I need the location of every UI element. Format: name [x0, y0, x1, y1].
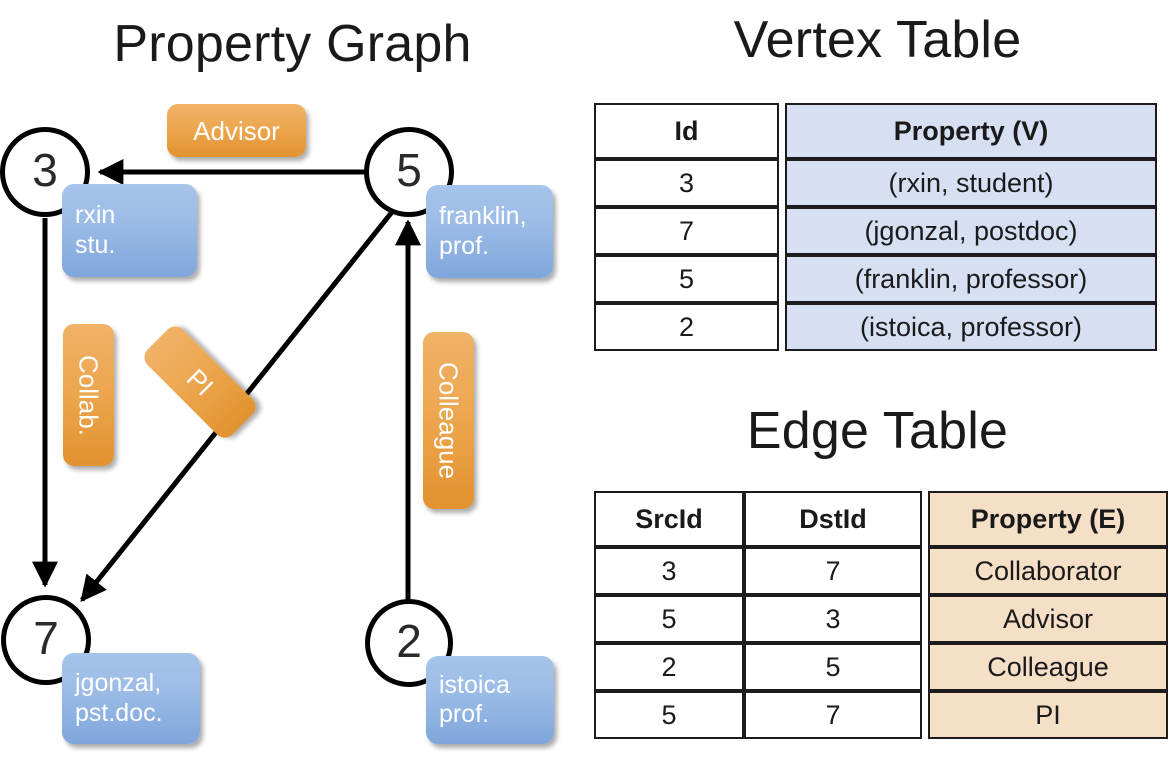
page-title-vertex-table: Vertex Table: [733, 11, 1022, 69]
column-gap: [779, 303, 785, 351]
vertex-property-cell: (jgonzal, postdoc): [785, 207, 1157, 255]
column-gap: [922, 643, 928, 691]
node-property-line: istoica: [439, 670, 510, 699]
vertex-id-cell: 7: [594, 207, 779, 255]
column-gap: [779, 159, 785, 207]
node-property-line: prof.: [439, 231, 490, 260]
node-property-box-jgonzal[interactable]: jgonzal, pst.doc.: [62, 653, 200, 744]
edge-label-text: Advisor: [193, 115, 280, 146]
edge-label-collab[interactable]: Collab.: [63, 324, 114, 466]
edge-src-cell: 2: [594, 643, 744, 691]
edge-table: SrcId DstId Property (E) 3 7 Collaborato…: [594, 491, 1168, 739]
edge-property-cell: Advisor: [928, 595, 1168, 643]
node-property-line: stu.: [75, 230, 116, 259]
vertex-table-header-id: Id: [594, 103, 779, 159]
vertex-property-cell: (rxin, student): [785, 159, 1157, 207]
edge-dst-cell: 7: [744, 691, 922, 739]
graph-node-3-label: 3: [32, 144, 58, 196]
edge-src-cell: 5: [594, 595, 744, 643]
vertex-table-header-row: Id Property (V): [594, 103, 1157, 159]
node-property-box-istoica[interactable]: istoica prof.: [426, 656, 554, 744]
edge-dst-cell: 3: [744, 595, 922, 643]
table-row[interactable]: 5 7 PI: [594, 691, 1168, 739]
vertex-id-cell: 3: [594, 159, 779, 207]
node-property-box-rxin[interactable]: rxin stu.: [62, 184, 197, 277]
graph-node-2-label: 2: [396, 615, 422, 667]
vertex-id-cell: 2: [594, 303, 779, 351]
node-property-line: franklin,: [439, 202, 527, 230]
vertex-property-cell: (istoica, professor): [785, 303, 1157, 351]
page-title-edge-table: Edge Table: [746, 402, 1009, 460]
table-row[interactable]: 7 (jgonzal, postdoc): [594, 207, 1157, 255]
node-property-box-franklin[interactable]: franklin, prof.: [426, 185, 553, 278]
graph-node-2[interactable]: 2: [365, 599, 453, 687]
page-title-property-graph: Property Graph: [113, 15, 472, 73]
column-gap: [779, 207, 785, 255]
edge-label-text: Collab.: [73, 354, 104, 436]
edge-label-advisor[interactable]: Advisor: [167, 104, 306, 157]
column-gap: [922, 691, 928, 739]
edge-src-cell: 5: [594, 691, 744, 739]
node-property-line: pst.doc.: [75, 698, 163, 727]
table-row[interactable]: 2 5 Colleague: [594, 643, 1168, 691]
edge-table-header-row: SrcId DstId Property (E): [594, 491, 1168, 547]
edge-label-text: Colleague: [433, 361, 464, 480]
edge-property-cell: PI: [928, 691, 1168, 739]
edge-property-cell: Colleague: [928, 643, 1168, 691]
graph-node-5[interactable]: 5: [364, 127, 454, 217]
table-row[interactable]: 3 7 Collaborator: [594, 547, 1168, 595]
vertex-table-header-property: Property (V): [785, 103, 1157, 159]
table-row[interactable]: 5 3 Advisor: [594, 595, 1168, 643]
column-gap: [922, 595, 928, 643]
table-row[interactable]: 3 (rxin, student): [594, 159, 1157, 207]
node-property-line: jgonzal,: [75, 669, 162, 697]
edge-table-header-srcid: SrcId: [594, 491, 744, 547]
graph-node-7-label: 7: [33, 612, 59, 664]
node-property-line: prof.: [439, 700, 490, 728]
edge-property-cell: Collaborator: [928, 547, 1168, 595]
column-gap: [922, 547, 928, 595]
edge-src-cell: 3: [594, 547, 744, 595]
edge-dst-cell: 7: [744, 547, 922, 595]
column-gap: [779, 103, 785, 159]
edge-table-header-dstid: DstId: [744, 491, 922, 547]
vertex-property-cell: (franklin, professor): [785, 255, 1157, 303]
vertex-table: Id Property (V) 3 (rxin, student) 7 (jgo…: [594, 103, 1157, 351]
graph-node-5-label: 5: [396, 144, 422, 196]
vertex-id-cell: 5: [594, 255, 779, 303]
edge-label-colleague[interactable]: Colleague: [423, 332, 474, 509]
column-gap: [922, 491, 928, 547]
column-gap: [779, 255, 785, 303]
table-row[interactable]: 5 (franklin, professor): [594, 255, 1157, 303]
edge-table-header-property: Property (E): [928, 491, 1168, 547]
table-row[interactable]: 2 (istoica, professor): [594, 303, 1157, 351]
edge-label-text: PI: [180, 362, 220, 402]
node-property-line: rxin: [75, 201, 116, 229]
edge-dst-cell: 5: [744, 643, 922, 691]
